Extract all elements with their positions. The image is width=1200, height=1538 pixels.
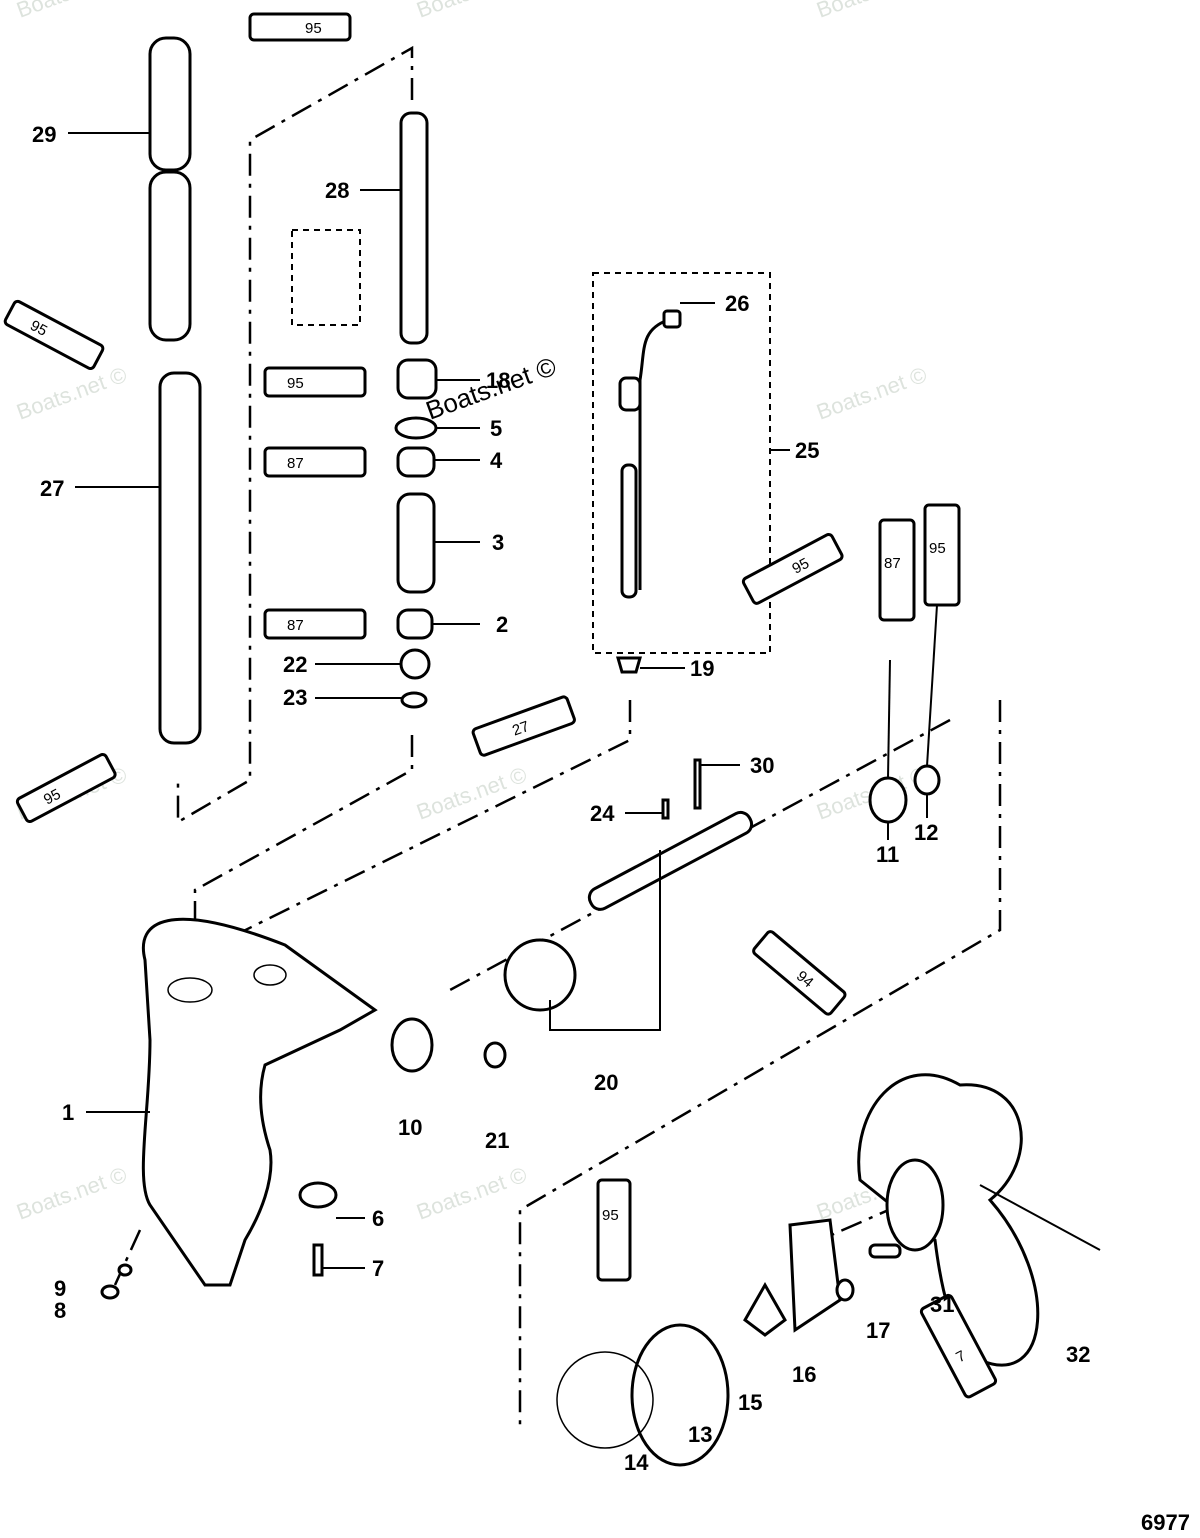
part-label: 1 (62, 1100, 74, 1125)
lube-tube: 87 (263, 446, 367, 478)
lubricant-tubes: 95 95 95 87 87 95 27 87 95 95 94 95 7 (3, 12, 998, 1399)
lube-tube: 94 (752, 930, 847, 1016)
part-label: 17 (866, 1318, 890, 1343)
part-label: 29 (32, 122, 56, 147)
gear-housing-1 (141, 917, 378, 1287)
svg-text:95: 95 (929, 540, 946, 557)
part-label: 5 (490, 416, 502, 441)
part-label: 13 (688, 1422, 712, 1447)
lube-tube: 87 (263, 608, 367, 640)
part-label: 21 (485, 1128, 509, 1153)
part-label: 26 (725, 291, 749, 316)
lube-tube: 95 (248, 12, 352, 42)
part-label: 6 (372, 1206, 384, 1231)
lube-tube: 87 (878, 518, 916, 622)
part-label: 11 (876, 842, 899, 867)
part-label: 7 (372, 1256, 384, 1281)
lube-tube: 95 (263, 366, 367, 398)
tube-29 (148, 36, 202, 745)
part-label: 24 (590, 801, 615, 826)
part-label: 31 (930, 1292, 954, 1317)
svg-text:Boats.net ©: Boats.net © (13, 1162, 130, 1225)
lube-tube: 95 (596, 1178, 632, 1282)
part-labels: 29 28 27 18 5 4 3 2 22 23 25 26 19 30 24… (32, 122, 1090, 1475)
svg-text:Boats.net ©: Boats.net © (813, 0, 930, 23)
part-label: 16 (792, 1362, 816, 1387)
svg-text:Boats.net ©: Boats.net © (13, 0, 130, 23)
part-label: 27 (40, 476, 64, 501)
part-label: 32 (1066, 1342, 1090, 1367)
bushing-stack (394, 358, 438, 709)
svg-text:87: 87 (287, 455, 304, 472)
svg-text:95: 95 (287, 375, 304, 392)
driveshaft-28 (399, 111, 429, 345)
part-label: 12 (914, 820, 938, 845)
part-label: 23 (283, 685, 307, 710)
part-label: 25 (795, 438, 819, 463)
part-label: 28 (325, 178, 349, 203)
part-label: 3 (492, 530, 504, 555)
part-label: 20 (594, 1070, 618, 1095)
lube-tube: 27 (471, 695, 576, 757)
lube-tube: 95 (923, 503, 961, 607)
svg-text:95: 95 (41, 786, 64, 809)
part-label: 9 (54, 1276, 66, 1301)
lube-tube: 7 (919, 1293, 998, 1399)
svg-text:95: 95 (602, 1207, 619, 1224)
svg-text:87: 87 (287, 617, 304, 634)
svg-text:Boats.net ©: Boats.net © (413, 0, 530, 23)
part-label: 2 (496, 612, 508, 637)
part-label: 4 (490, 448, 503, 473)
part-label: 19 (690, 656, 714, 681)
lube-tube: 95 (3, 299, 105, 370)
svg-text:27: 27 (510, 718, 531, 740)
part-label: 22 (283, 652, 307, 677)
part-label: 30 (750, 753, 774, 778)
svg-text:Boats.net ©: Boats.net © (813, 362, 930, 425)
part-label: 14 (624, 1450, 649, 1475)
svg-text:95: 95 (789, 555, 812, 578)
svg-text:Boats.net ©: Boats.net © (13, 362, 130, 425)
svg-text:95: 95 (305, 20, 322, 37)
part-label: 18 (486, 368, 510, 393)
part-label: 10 (398, 1115, 422, 1140)
leader-lines (68, 132, 938, 1269)
page-number: 6977 (1141, 1510, 1190, 1535)
lube-tube: 95 (741, 532, 844, 605)
part-label: 15 (738, 1390, 762, 1415)
svg-text:Boats.net ©: Boats.net © (413, 762, 530, 825)
lube-tube: 95 (15, 752, 117, 824)
water-tube-25 (616, 309, 682, 674)
small-parts (100, 758, 1101, 1467)
svg-text:Boats.net ©: Boats.net © (413, 1162, 530, 1225)
part-label: 8 (54, 1298, 66, 1323)
svg-text:87: 87 (884, 555, 901, 572)
svg-text:95: 95 (27, 317, 50, 340)
